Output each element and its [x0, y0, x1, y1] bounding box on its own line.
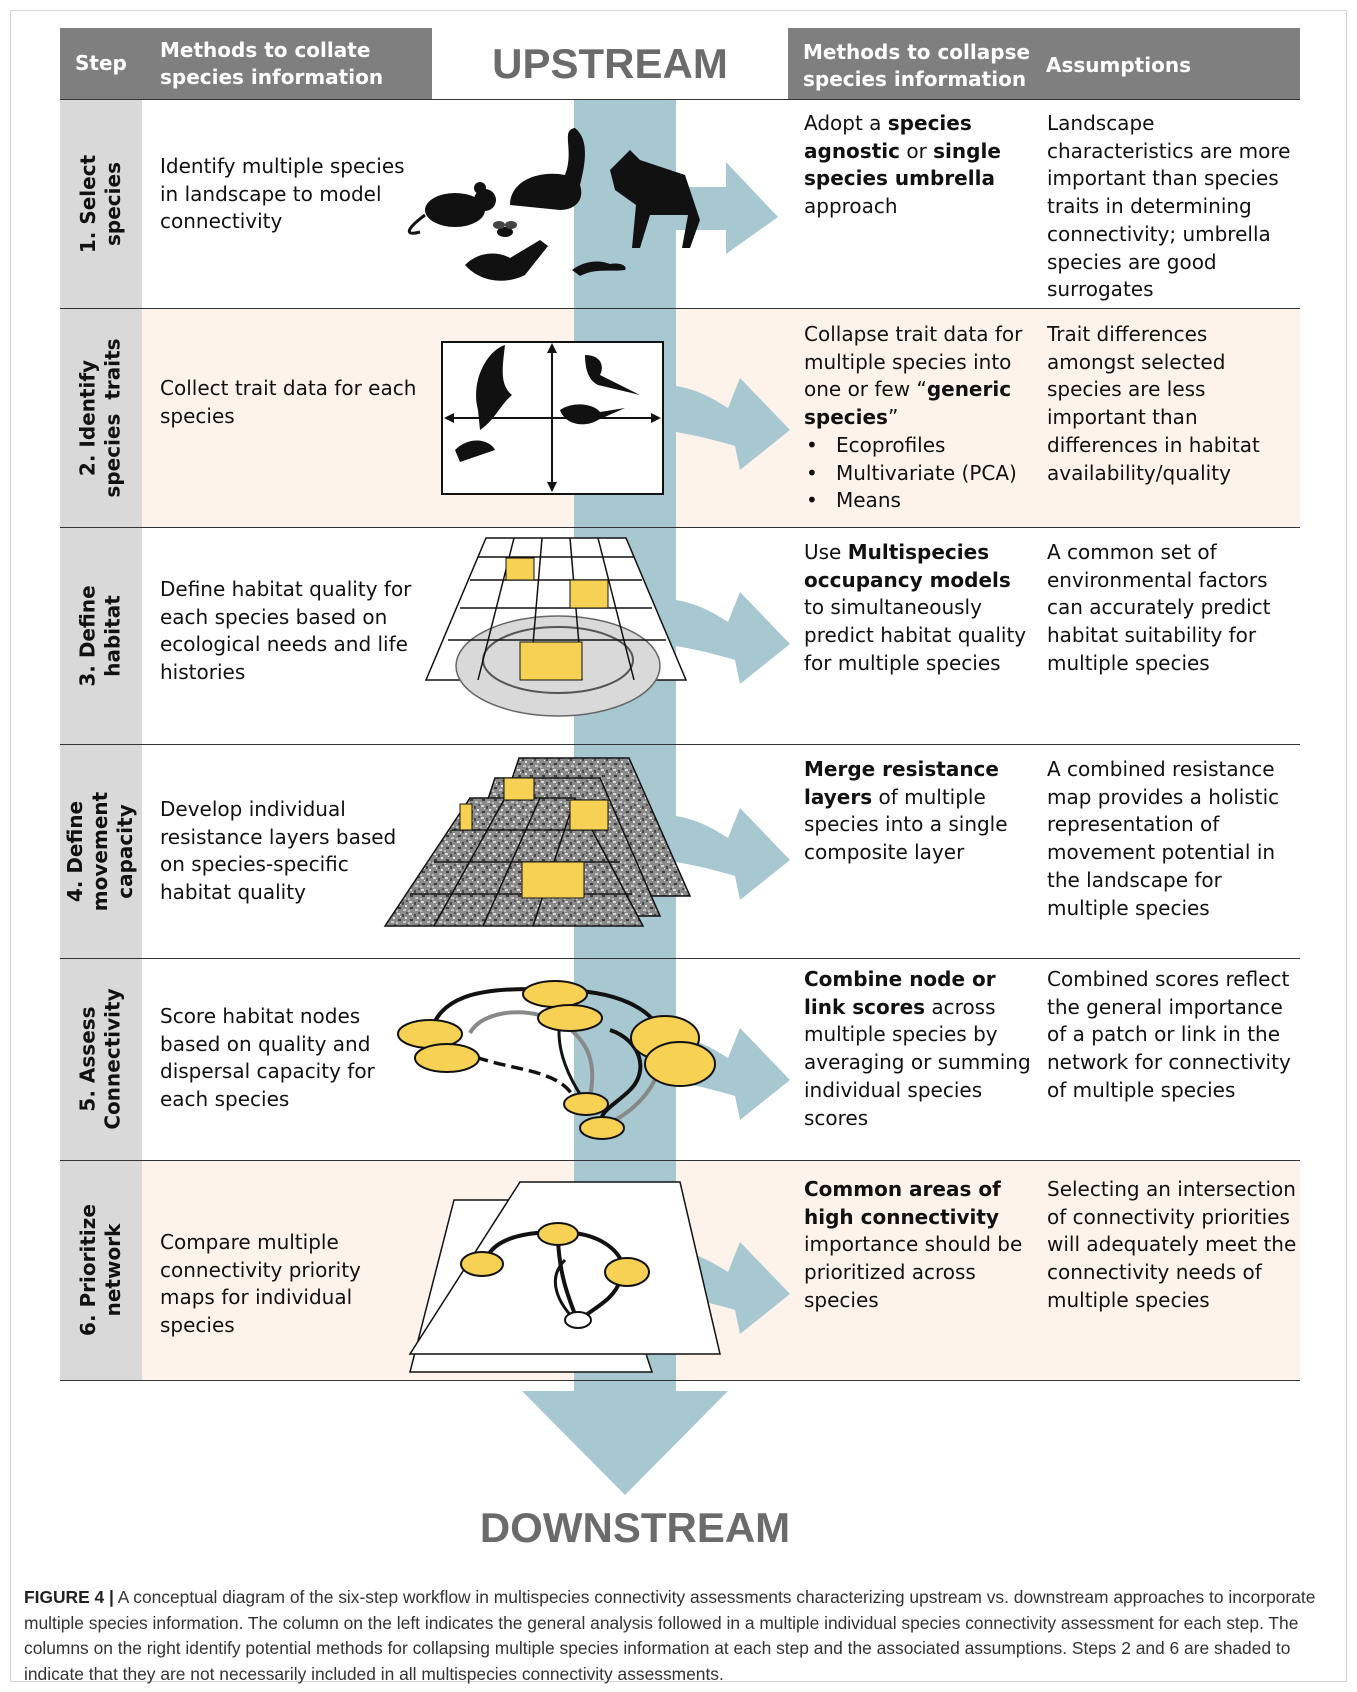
figure-caption: FIGURE 4 | A conceptual diagram of the s… [24, 1585, 1336, 1687]
header-step: Step [75, 51, 127, 75]
row-divider [60, 527, 1300, 528]
priority-maps [408, 1181, 721, 1373]
header-collapse: Methods to collapse species information [803, 40, 1031, 91]
skunk-icon [510, 128, 585, 210]
collapse-fragment: of multiple species into a single compos… [804, 784, 1008, 865]
row-divider [60, 744, 1300, 745]
bee-icon [493, 221, 517, 237]
bullet-item: Means [804, 487, 1034, 515]
habitat-network [397, 980, 716, 1140]
row-divider [60, 1380, 1300, 1381]
species-silhouettes [407, 128, 700, 281]
collate-text-5: Score habitat nodes based on quality and… [160, 1004, 375, 1112]
collapse-fragment: across multiple species by averaging or … [804, 994, 1031, 1130]
collapse-text-1: Adopt a species agnostic or single speci… [804, 110, 1034, 221]
step-label-text: 3. Define habitat [76, 584, 125, 687]
collate-text-1: Identify multiple species in landscape t… [160, 154, 405, 234]
row-divider [60, 308, 1300, 309]
collapse-fragment: Collapse trait data for multiple species… [804, 322, 1023, 402]
figure-frame [10, 10, 1347, 1682]
step-label-text: 1. Select species [76, 154, 125, 253]
step-label-5: 5. Assess Connectivity [60, 958, 142, 1160]
collapse-fragment: or [899, 138, 934, 163]
step-label-4: 4. Define movement capacity [60, 744, 142, 958]
bullet-item: Ecoprofiles [804, 432, 1034, 460]
collate-text-2: Collect trait data for each species [160, 376, 417, 428]
caption-label: FIGURE 4 | [24, 1587, 114, 1607]
collapse-fragment: ” [887, 405, 899, 430]
step-label-text: 2. Identify species traits [76, 337, 126, 498]
collapse-fragment: generic species [804, 377, 1012, 430]
magpie-icon [585, 355, 640, 395]
assumption-text-2: Trait differences amongst selected speci… [1047, 322, 1260, 485]
collapse-text-5: Combine node or link scores across multi… [804, 966, 1034, 1132]
step-label-1: 1. Select species [60, 99, 142, 308]
collapse-text-3: Use Multispecies occupancy models to sim… [804, 539, 1034, 678]
collate-text-4: Develop individual resistance layers bas… [160, 797, 397, 905]
collapse-fragment: approach [804, 194, 898, 219]
bird-icon [465, 240, 548, 281]
collapse-text-2: Collapse trait data for multiple species… [804, 321, 1034, 432]
habitat-grid [424, 537, 688, 717]
upstream-box [432, 28, 788, 99]
row-divider [60, 1160, 1300, 1161]
collapse-fragment: to simultaneously predict habitat qualit… [804, 595, 1027, 675]
collapse-fragment: Adopt a [804, 111, 888, 135]
assumption-text-5: Combined scores reflect the general impo… [1047, 967, 1291, 1102]
assumption-text-1: Landscape characteristics are more impor… [1047, 111, 1291, 302]
sparrow-icon [560, 404, 625, 425]
collate-text-6: Compare multiple connectivity priority m… [160, 1230, 361, 1338]
step-label-6: 6. Prioritize network [60, 1160, 142, 1380]
step-label-2: 2. Identify species traits [60, 308, 142, 527]
coyote-icon [610, 150, 700, 248]
collapse-fragment: importance should be prioritized across … [804, 1232, 1023, 1312]
collate-text-3: Define habitat quality for each species … [160, 577, 412, 685]
assumption-text-3: A common set of environmental factors ca… [1047, 540, 1271, 675]
assumption-text-4: A combined resistance map provides a hol… [1047, 757, 1280, 920]
collapse-cell-2: Collapse trait data for multiple species… [804, 321, 1034, 515]
trait-plot [441, 341, 664, 495]
collapse-bullet-list: Ecoprofiles Multivariate (PCA) Means [804, 432, 1034, 515]
collapse-fragment: Merge resistance layers [804, 757, 999, 809]
step-band [60, 99, 142, 1380]
collapse-fragment: Use [804, 540, 848, 564]
collapse-fragment: Combine node or link scores [804, 967, 996, 1019]
row-divider [60, 99, 1300, 100]
step-label-3: 3. Define habitat [60, 527, 142, 744]
side-arrows [676, 162, 790, 1334]
collapse-text-4: Merge resistance layers of multiple spec… [804, 756, 1034, 867]
assumption-text-6: Selecting an intersection of connectivit… [1047, 1177, 1297, 1312]
finch-icon [455, 440, 495, 462]
downstream-label: DOWNSTREAM [479, 1504, 791, 1551]
collapse-fragment: Common areas of high connectivity [804, 1177, 1001, 1229]
eagle-icon [476, 345, 512, 430]
resistance-layers [383, 757, 692, 927]
collapse-fragment: species agnostic [804, 111, 972, 163]
collapse-fragment: Multispecies occupancy models [804, 540, 1011, 592]
header-collate: Methods to collate species information [160, 38, 384, 89]
bullet-item: Multivariate (PCA) [804, 460, 1034, 488]
row-divider [60, 958, 1300, 959]
step-label-text: 5. Assess Connectivity [76, 988, 126, 1130]
caption-text: A conceptual diagram of the six-step wor… [24, 1587, 1316, 1684]
step-label-text: 6. Prioritize network [76, 1204, 125, 1336]
collapse-fragment: single species umbrella [804, 138, 1001, 191]
mouse-icon [407, 182, 496, 235]
upstream-downstream-arrow [522, 99, 728, 1495]
header-assumptions: Assumptions [1046, 53, 1191, 77]
collapse-text-6: Common areas of high connectivity import… [804, 1176, 1034, 1315]
salamander-icon [572, 261, 626, 276]
step-label-text: 4. Define movement capacity [63, 791, 138, 911]
upstream-label: UPSTREAM [492, 40, 728, 87]
